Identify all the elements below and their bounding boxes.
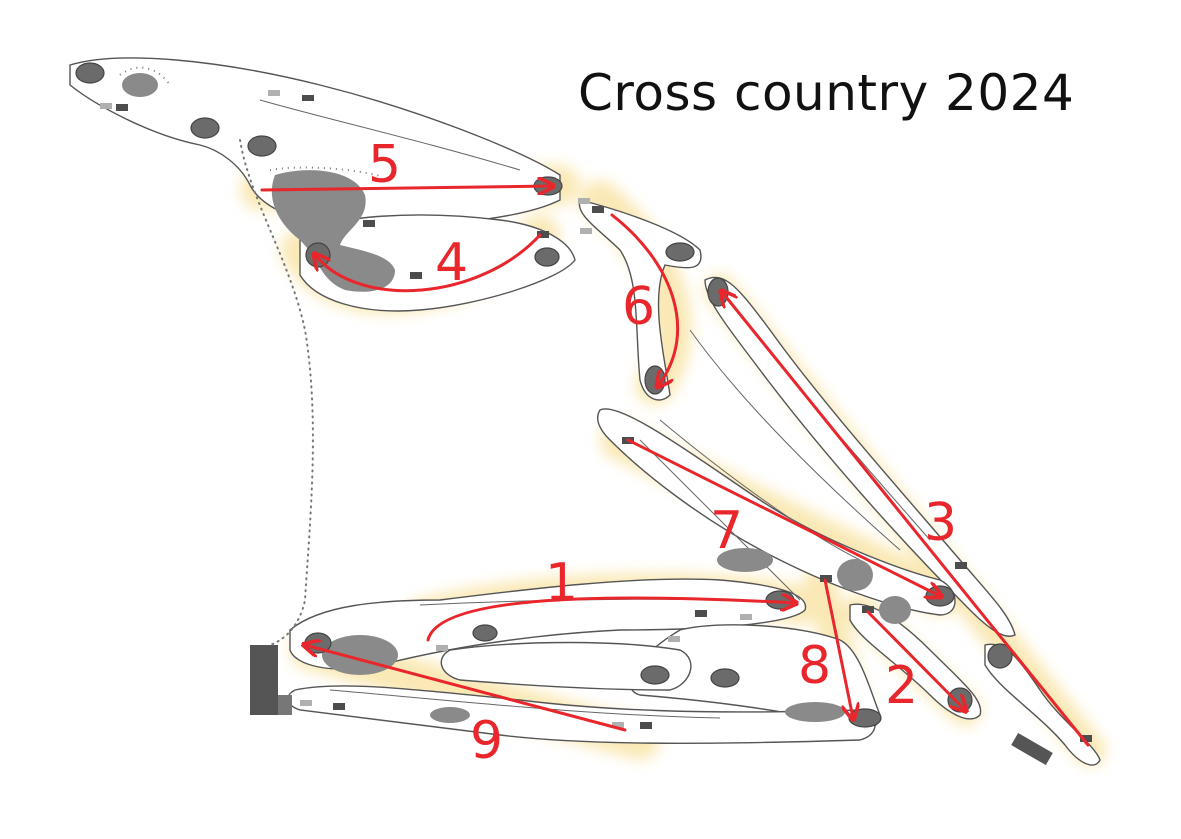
bunker-icon	[879, 596, 911, 624]
bunker-icon	[785, 702, 845, 722]
tee-icon	[333, 703, 345, 710]
hole-number-7: 7	[710, 501, 743, 561]
cart-path	[239, 139, 314, 646]
hole-number-5: 5	[368, 135, 401, 195]
green-icon	[765, 590, 795, 610]
hole-number-9: 9	[470, 711, 503, 771]
routes	[260, 186, 1090, 747]
tee-icon	[363, 220, 375, 227]
bunker-icon	[717, 548, 773, 572]
tee-icon	[592, 206, 604, 213]
hole-number-2: 2	[885, 656, 918, 716]
bunker-icon	[322, 635, 398, 675]
bunker-icon	[122, 73, 158, 97]
clubhouse	[250, 645, 292, 715]
tee-icon	[862, 606, 874, 613]
route-3	[722, 292, 1090, 747]
green-icon	[640, 665, 670, 685]
green-icon	[472, 624, 498, 642]
route-1	[426, 598, 795, 642]
green-icon	[534, 247, 560, 267]
green-icon	[190, 117, 220, 139]
route-4	[315, 233, 542, 293]
fairway-middle-outline	[440, 641, 692, 691]
green-icon	[707, 277, 729, 307]
green-icon	[665, 242, 695, 262]
tee-icon	[302, 95, 314, 101]
route-2	[866, 610, 965, 710]
cart-path	[119, 66, 171, 86]
hole-numbers: 5 4 6 3 7 1 8 2 9	[368, 135, 957, 771]
route-8	[823, 578, 853, 718]
route-9	[305, 645, 627, 732]
tee-icon	[955, 562, 967, 569]
green-icon	[987, 643, 1013, 669]
green-icon	[75, 62, 105, 84]
tee-icon	[410, 272, 422, 279]
tee-icon	[116, 104, 128, 111]
hole-number-4: 4	[435, 233, 468, 293]
green-icon	[947, 687, 973, 713]
hole-number-3: 3	[924, 493, 957, 553]
route-7	[626, 438, 940, 596]
pond-icon	[271, 170, 395, 292]
bunker-icon	[430, 707, 470, 723]
tee-icon	[640, 722, 652, 729]
tee-icon	[695, 610, 707, 617]
tee-boxes-light	[100, 90, 752, 728]
route-6	[610, 213, 680, 386]
green-icon	[710, 668, 740, 688]
tee-icon	[1080, 735, 1092, 742]
route-5	[260, 186, 552, 190]
course-outlines	[69, 57, 1101, 766]
green-icon	[247, 135, 277, 157]
bunker-icon	[837, 559, 873, 591]
parking-icon	[1011, 732, 1053, 766]
hole-number-1: 1	[545, 553, 578, 613]
hazards	[122, 73, 911, 723]
green-icon	[305, 242, 331, 268]
hole-number-6: 6	[622, 277, 655, 337]
hole-number-8: 8	[798, 636, 831, 696]
tee-icon	[820, 575, 832, 582]
map-title: Cross country 2024	[578, 64, 1075, 122]
tee-icon	[537, 231, 549, 238]
